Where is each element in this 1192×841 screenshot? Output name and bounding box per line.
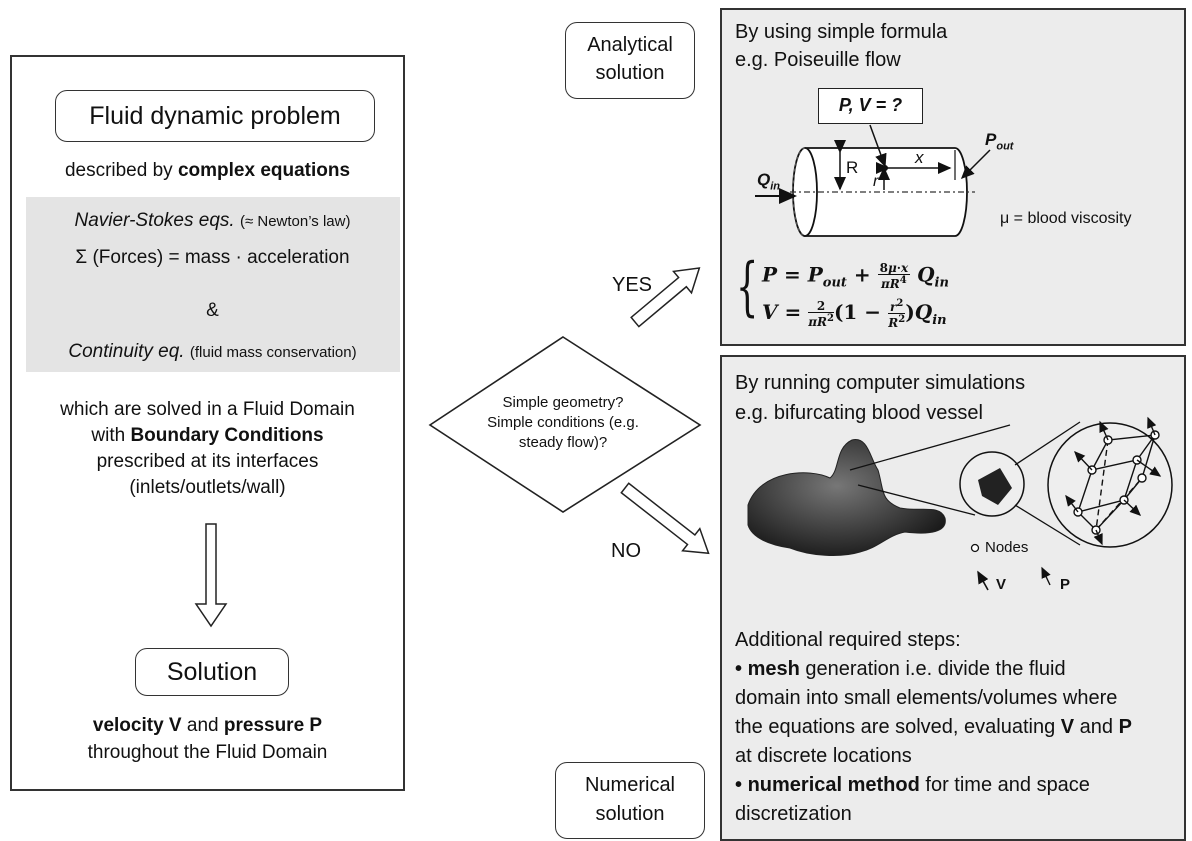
problem-title-box: Fluid dynamic problem bbox=[55, 90, 375, 142]
yes-arrow bbox=[630, 267, 701, 328]
zoom-line-2-top bbox=[1014, 421, 1081, 466]
pipe-inlet-dotted-edge bbox=[792, 147, 806, 237]
small-r-label: r bbox=[873, 173, 879, 190]
nodes-legend-label: Nodes bbox=[985, 539, 1029, 556]
continuity-line: Continuity eq. (fluid mass conservation) bbox=[68, 341, 357, 362]
mesh-element bbox=[978, 468, 1012, 505]
viscosity-note: μ = blood viscosity bbox=[1000, 210, 1132, 227]
pv-question-box: P, V = ? bbox=[818, 88, 923, 124]
zoom-line-2-bottom bbox=[1014, 504, 1081, 546]
ampersand: & bbox=[206, 300, 219, 321]
solution-description: velocity V and pressure P throughout the… bbox=[87, 715, 328, 763]
additional-steps-text: Additional required steps: • mesh genera… bbox=[735, 629, 1132, 825]
decision-diamond bbox=[428, 336, 702, 513]
pout-pointer bbox=[960, 149, 991, 180]
analytical-heading: By using simple formula e.g. Poiseuille … bbox=[735, 21, 948, 71]
solution-title-box: Solution bbox=[135, 648, 289, 696]
equations-band bbox=[26, 197, 400, 372]
radius-label: R bbox=[846, 158, 859, 177]
query-point bbox=[882, 165, 888, 171]
numerical-solution-label: Numerical solution bbox=[555, 762, 705, 839]
x-label: x bbox=[915, 148, 924, 167]
analytical-solution-label: Analytical solution bbox=[565, 22, 695, 99]
p-legend-arrow bbox=[1041, 566, 1051, 586]
zoom-line-bottom bbox=[857, 484, 976, 516]
boundary-conditions-text: which are solved in a Fluid Domain with … bbox=[60, 399, 355, 498]
p-legend-label: P bbox=[1060, 576, 1071, 593]
no-arrow bbox=[620, 482, 710, 555]
v-legend-label: V bbox=[996, 576, 1007, 593]
system-brace: { bbox=[736, 250, 759, 324]
pv-pointer bbox=[869, 124, 887, 168]
decision-text: Simple geometry? Simple conditions (e.g.… bbox=[487, 394, 639, 451]
zoom-line-top bbox=[849, 424, 1011, 471]
v-legend-arrow bbox=[977, 570, 989, 591]
navier-stokes-line: Navier-Stokes eqs. (≈ Newton’s law) bbox=[74, 210, 351, 231]
to-solution-arrow bbox=[194, 523, 228, 628]
yes-label: YES bbox=[612, 274, 653, 296]
no-label: NO bbox=[611, 540, 641, 562]
problem-title: Fluid dynamic problem bbox=[89, 102, 341, 130]
nodes-legend-marker bbox=[970, 543, 980, 553]
bifurcating-vessel bbox=[747, 439, 946, 556]
forces-equation: Σ (Forces) = mass · acceleration bbox=[75, 247, 350, 268]
pout-label: Pout bbox=[985, 130, 1014, 153]
qin-label: Qin bbox=[757, 170, 781, 193]
numerical-heading: By running computer simulations e.g. bif… bbox=[735, 372, 1026, 424]
solution-title: Solution bbox=[166, 658, 258, 686]
node-vectors bbox=[1065, 416, 1162, 546]
described-by-text: described by complex equations bbox=[64, 160, 351, 181]
